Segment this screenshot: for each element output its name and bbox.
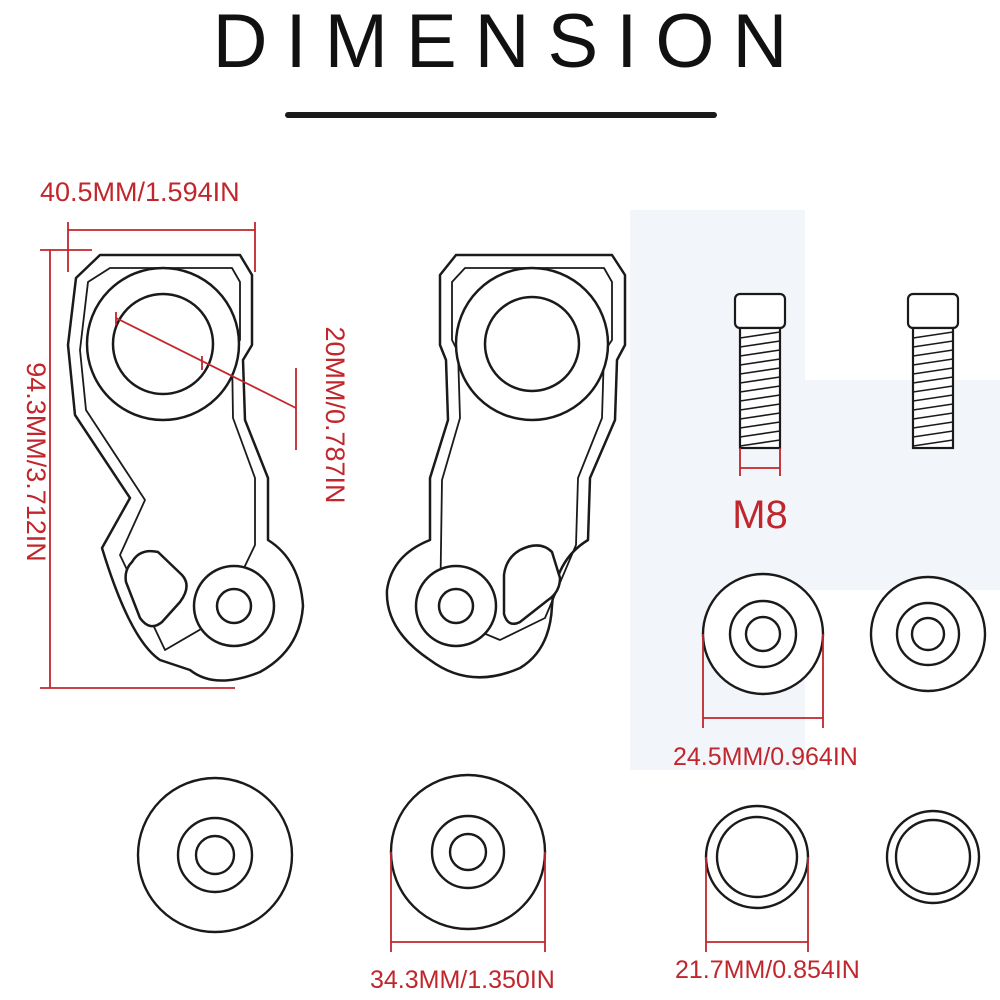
dimension-lines xyxy=(40,222,824,952)
washer-large-label: 24.5MM/0.964IN xyxy=(673,743,858,771)
washer-large-left xyxy=(701,572,825,696)
height-label: 94.3MM/3.712IN xyxy=(21,362,51,562)
washer-small-left xyxy=(704,804,810,910)
bore-label: 20MM/0.787IN xyxy=(320,326,350,503)
bolt-left xyxy=(733,292,787,450)
page-title: DIMENSION xyxy=(212,0,806,84)
bolt-size-label: M8 xyxy=(732,493,788,537)
spacer-left xyxy=(136,776,294,934)
washer-small-right xyxy=(885,809,981,905)
riser-bracket-right xyxy=(385,253,627,679)
washer-large-right xyxy=(869,575,987,693)
spacer-right xyxy=(389,773,547,931)
bolt-right xyxy=(906,292,960,450)
washer-small-label: 21.7MM/0.854IN xyxy=(675,956,860,984)
spacer-label: 34.3MM/1.350IN xyxy=(370,966,555,994)
width-label: 40.5MM/1.594IN xyxy=(40,177,240,207)
title-underline xyxy=(285,112,717,118)
riser-bracket-left xyxy=(66,253,305,682)
